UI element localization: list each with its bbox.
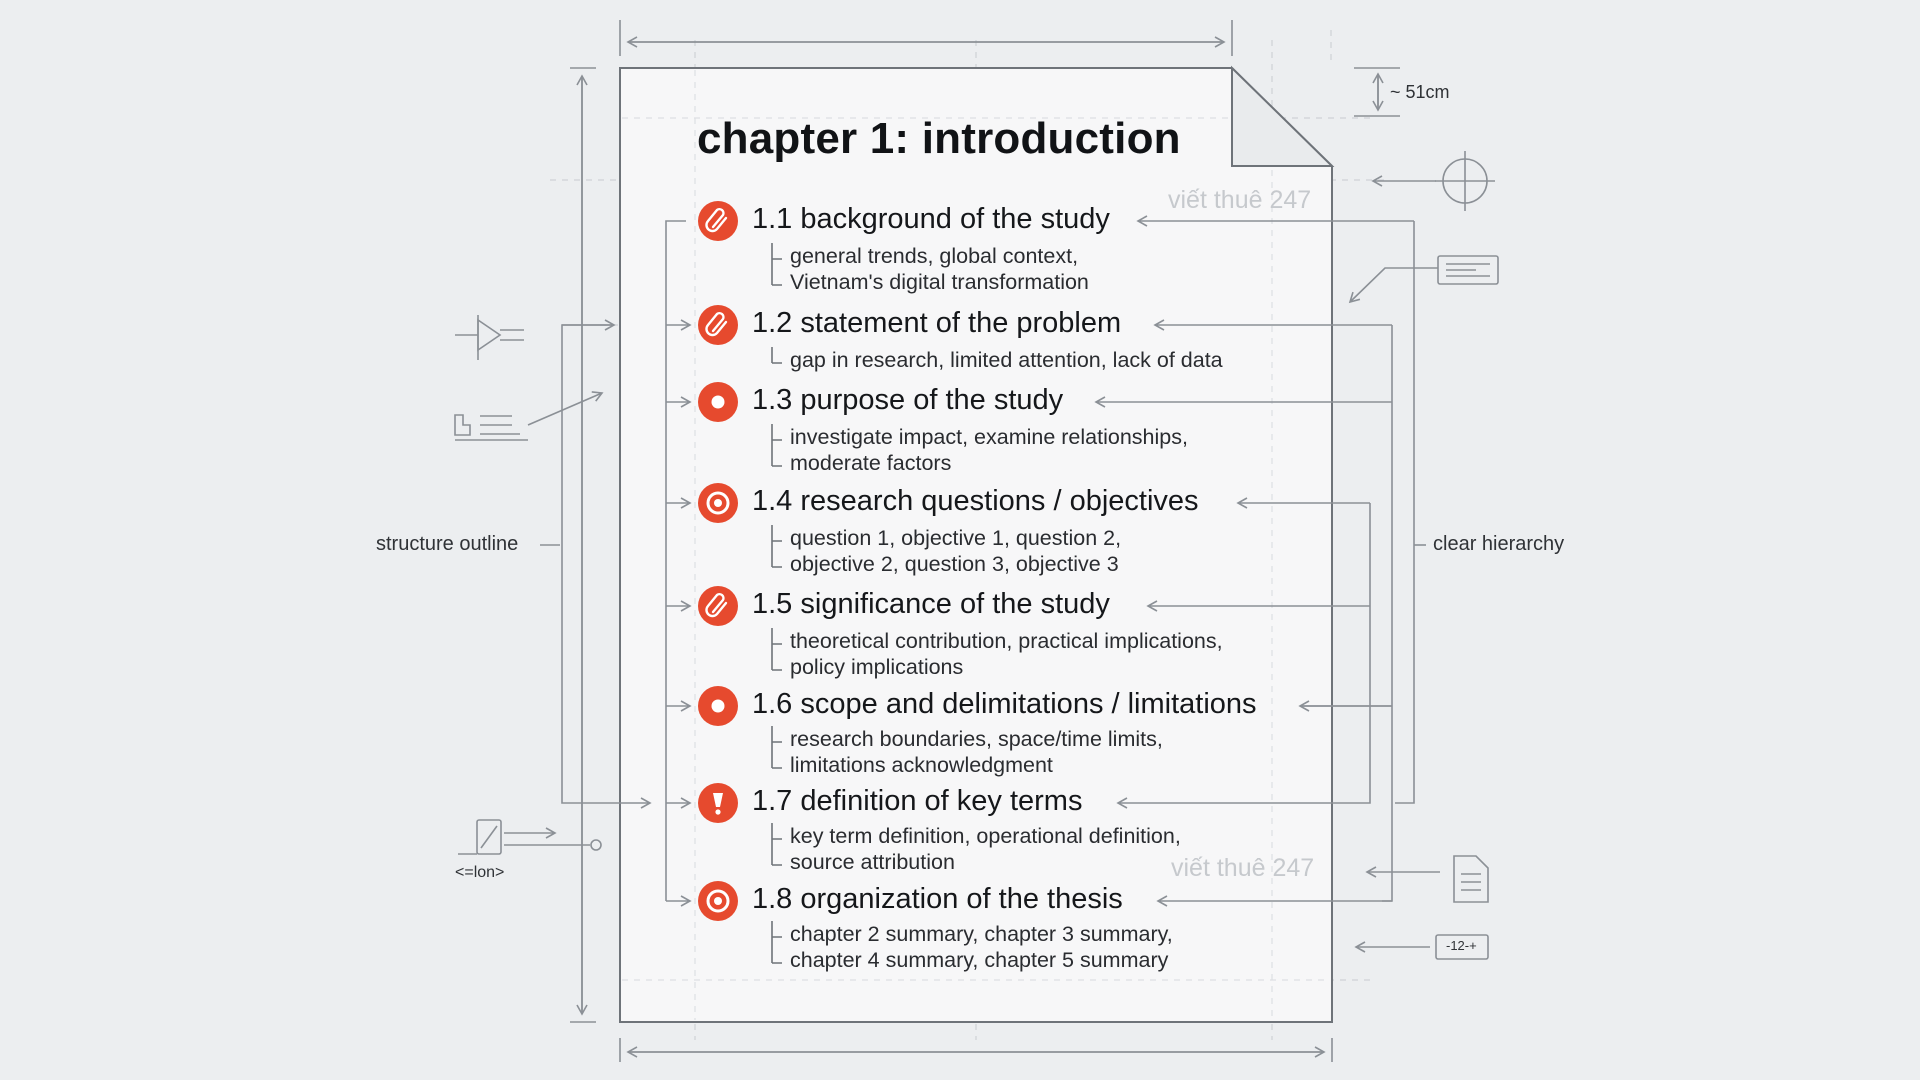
tree-connector	[771, 243, 782, 286]
tree-connector	[771, 726, 782, 769]
clear-hierarchy-label: clear hierarchy	[1433, 533, 1565, 555]
section-detail: Vietnam's digital transformation	[790, 270, 1089, 294]
section-detail: question 1, objective 1, question 2,	[790, 526, 1122, 550]
list-icon	[454, 414, 528, 441]
tree-connector	[771, 525, 782, 568]
section-detail: theoretical contribution, practical impl…	[790, 629, 1223, 653]
left-connectors	[504, 220, 692, 907]
icon-caption: <=lon>	[455, 864, 505, 881]
corner-dimension	[1354, 67, 1400, 117]
exclamation-icon	[697, 782, 739, 824]
funnel-icon	[455, 315, 524, 360]
counter-label: -12-+	[1446, 938, 1477, 953]
section-title: 1.4 research questions / objectives	[752, 485, 1199, 517]
section-title: 1.3 purpose of the study	[752, 384, 1064, 416]
paper-sheet	[619, 65, 1335, 1023]
section-detail: objective 2, question 3, objective 3	[790, 552, 1119, 576]
section-detail: chapter 2 summary, chapter 3 summary,	[790, 922, 1173, 946]
dimension-label: ~ 51cm	[1390, 82, 1450, 102]
paperclip-icon	[697, 200, 739, 242]
section-detail: moderate factors	[790, 451, 952, 475]
section-title: 1.8 organization of the thesis	[752, 883, 1123, 915]
section-detail: limitations acknowledgment	[790, 753, 1053, 777]
section-detail: key term definition, operational definit…	[790, 824, 1181, 848]
target-icon	[697, 880, 739, 922]
tree-connector	[771, 921, 782, 964]
section-detail: investigate impact, examine relationship…	[790, 425, 1188, 449]
section-detail: chapter 4 summary, chapter 5 summary	[790, 948, 1169, 972]
section-title: 1.1 background of the study	[752, 203, 1110, 235]
tree-connector	[771, 823, 782, 866]
structure-outline-label: structure outline	[376, 533, 519, 555]
tag-icon	[458, 819, 502, 855]
paperclip-icon	[697, 304, 739, 346]
bottom-dimension	[619, 1038, 1333, 1062]
document-icon	[1453, 855, 1489, 903]
watermark: viết thuê 247	[1168, 186, 1312, 214]
counter-icon	[1435, 934, 1489, 960]
top-dimension	[619, 20, 1233, 56]
section-detail: research boundaries, space/time limits,	[790, 727, 1163, 751]
target-icon	[697, 482, 739, 524]
left-dimension	[570, 67, 596, 1023]
paperclip-icon	[697, 585, 739, 627]
section-title: 1.5 significance of the study	[752, 588, 1110, 620]
dot-icon	[697, 685, 739, 727]
section-detail: gap in research, limited attention, lack…	[790, 348, 1223, 372]
section-title: 1.2 statement of the problem	[752, 307, 1122, 339]
dot-icon	[697, 381, 739, 423]
section-detail: general trends, global context,	[790, 244, 1079, 268]
tree-connector	[771, 347, 782, 364]
section-title: 1.7 definition of key terms	[752, 785, 1083, 817]
crosshair-icon	[1435, 151, 1495, 211]
section-detail: policy implications	[790, 655, 964, 679]
section-title: 1.6 scope and delimitations / limitation…	[752, 688, 1257, 720]
watermark: viết thuê 247	[1171, 854, 1315, 882]
form-icon	[1437, 255, 1499, 285]
section-detail: source attribution	[790, 850, 955, 874]
page-title: chapter 1: introduction	[697, 114, 1181, 163]
right-connectors	[1094, 175, 1440, 953]
tree-connector	[771, 424, 782, 467]
tree-connector	[771, 628, 782, 671]
